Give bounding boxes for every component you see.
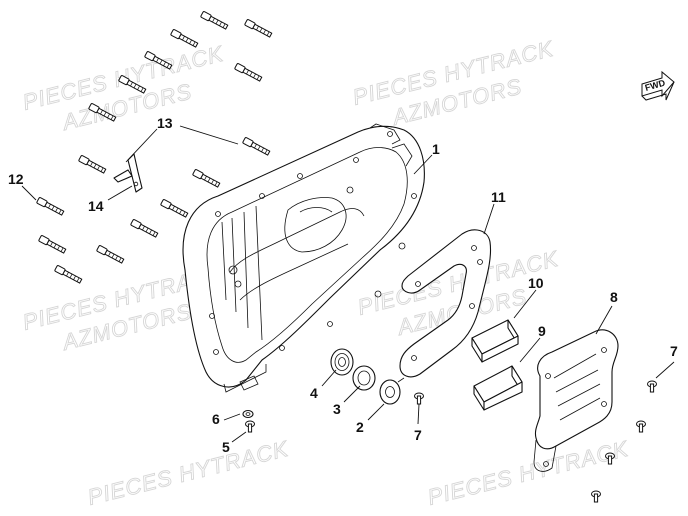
bolt	[241, 136, 271, 157]
cover-plate-part-8	[533, 329, 619, 472]
callout-9: 9	[538, 323, 546, 339]
callout-14: 14	[88, 198, 104, 214]
callout-5: 5	[222, 439, 230, 455]
bolt	[129, 218, 159, 239]
block-part-9	[473, 365, 523, 411]
gasket-part-11	[399, 229, 492, 378]
callout-labels: 13 12 14 1 11 10 9 8 7 4 3 2 7 6 5	[8, 115, 678, 455]
watermark-text: PIECES HYTRACK	[425, 436, 631, 510]
bolt	[233, 62, 263, 83]
callout-1: 1	[432, 141, 440, 157]
seal-part-4	[330, 348, 354, 376]
callout-7-center: 7	[414, 427, 422, 443]
forward-arrow-icon: FWD	[641, 70, 675, 101]
callout-12: 12	[8, 171, 24, 187]
bolt	[159, 198, 189, 219]
callout-13: 13	[157, 115, 173, 131]
screw-part-5	[245, 420, 255, 433]
screw	[414, 392, 424, 405]
bolt	[169, 28, 199, 49]
crankcase-cover-part-1	[182, 123, 425, 393]
leader-lines	[21, 125, 675, 443]
callout-7-right: 7	[670, 343, 678, 359]
bolt	[199, 10, 229, 31]
callout-8: 8	[610, 289, 618, 305]
bolt-group-12	[35, 196, 83, 285]
block-part-10	[471, 319, 519, 363]
callout-10: 10	[528, 275, 544, 291]
callout-2: 2	[356, 419, 364, 435]
callout-6: 6	[212, 411, 220, 427]
screw	[647, 380, 657, 393]
washer-part-2	[379, 377, 405, 405]
watermark-text: PIECES HYTRACK	[85, 436, 291, 510]
callout-3: 3	[333, 401, 341, 417]
bolt	[77, 154, 107, 175]
screw	[636, 420, 646, 433]
bolt	[95, 244, 125, 265]
washer-part-6	[242, 409, 254, 419]
bolt	[53, 264, 83, 285]
screw	[591, 490, 601, 503]
bolt	[35, 196, 65, 217]
bolt	[37, 234, 67, 255]
washer-part-3	[352, 365, 376, 391]
callout-4: 4	[310, 385, 318, 401]
bolt	[191, 168, 221, 189]
bolt	[243, 18, 273, 39]
callout-11: 11	[491, 189, 506, 205]
